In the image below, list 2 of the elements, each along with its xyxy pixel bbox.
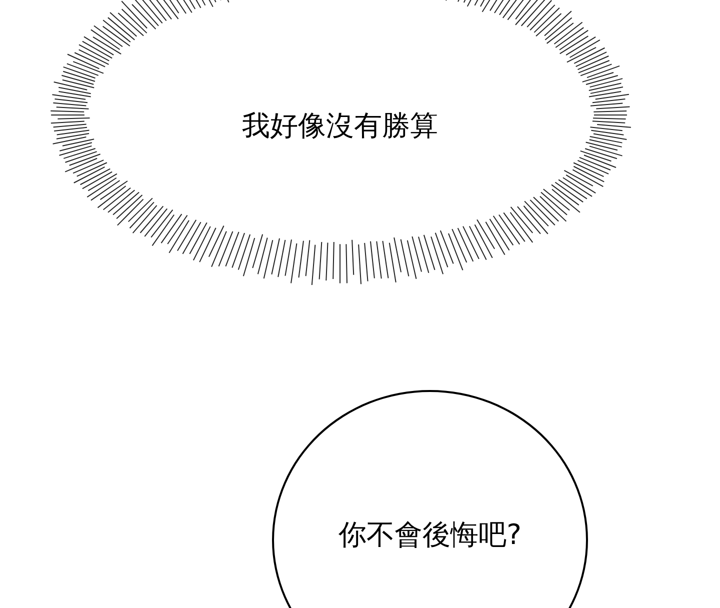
bubble-text: 我好像沒有勝算 <box>242 108 438 142</box>
bubble-text: 你不會後悔吧? <box>338 517 522 552</box>
